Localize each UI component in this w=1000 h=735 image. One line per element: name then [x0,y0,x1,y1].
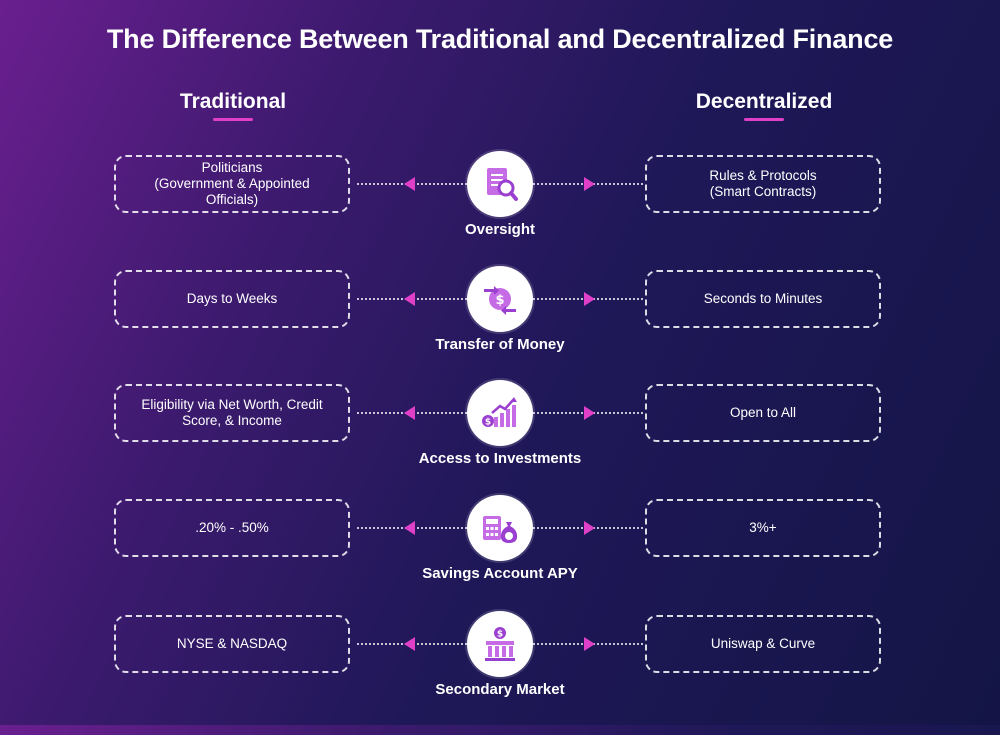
money-transfer-icon: $ [467,266,533,332]
traditional-box: Days to Weeks [114,270,350,328]
growth-chart-icon: $ [467,380,533,446]
traditional-box: Eligibility via Net Worth, Credit Score,… [114,384,350,442]
arrow-left-icon [404,177,415,191]
row-label: Secondary Market [435,681,565,698]
comparison-row-oversight: Politicians (Government & Appointed Offi… [0,151,1000,275]
header-underline [213,118,253,121]
traditional-text: Eligibility via Net Worth, Credit Score,… [141,396,323,428]
document-search-icon [467,151,533,217]
decentralized-text: Rules & Protocols (Smart Contracts) [709,167,817,199]
comparison-row-secondary-market: NYSE & NASDAQ $ Uniswap & Curve Secondar… [0,611,1000,735]
svg-text:$: $ [495,293,504,308]
exchange-building-icon: $ [467,611,533,677]
decentralized-box: 3%+ [645,499,881,557]
arrow-right-icon [584,292,595,306]
row-label: Oversight [464,221,536,238]
arrow-right-icon [584,637,595,651]
svg-text:$: $ [485,418,491,428]
arrow-left-icon [404,292,415,306]
column-header-decentralized: Decentralized [644,90,884,121]
decentralized-text: 3%+ [749,519,777,535]
traditional-box: NYSE & NASDAQ [114,615,350,673]
decentralized-box: Uniswap & Curve [645,615,881,673]
decentralized-text: Seconds to Minutes [703,290,823,306]
row-label: Transfer of Money [435,336,565,353]
arrow-right-icon [584,521,595,535]
column-header-decentralized-label: Decentralized [695,90,833,113]
calculator-moneybag-icon [467,495,533,561]
decentralized-box: Open to All [645,384,881,442]
traditional-text: Politicians (Government & Appointed Offi… [154,159,310,208]
svg-text:$: $ [497,630,503,640]
arrow-left-icon [404,637,415,651]
arrow-right-icon [584,406,595,420]
comparison-row-transfer-of-money: Days to Weeks $ Seconds to Minutes Trans… [0,266,1000,390]
comparison-row-access-to-investments: Eligibility via Net Worth, Credit Score,… [0,380,1000,504]
arrow-left-icon [404,406,415,420]
decentralized-box: Seconds to Minutes [645,270,881,328]
traditional-text: NYSE & NASDAQ [176,635,288,651]
column-header-traditional-label: Traditional [179,90,287,113]
traditional-text: Days to Weeks [186,290,278,306]
decentralized-text: Uniswap & Curve [710,635,816,651]
traditional-box: .20% - .50% [114,499,350,557]
decentralized-box: Rules & Protocols (Smart Contracts) [645,155,881,213]
arrow-left-icon [404,521,415,535]
page-title: The Difference Between Traditional and D… [106,24,894,54]
column-header-traditional: Traditional [113,90,353,121]
traditional-box: Politicians (Government & Appointed Offi… [114,155,350,213]
header-underline [744,118,784,121]
arrow-right-icon [584,177,595,191]
comparison-row-savings-account-apy: .20% - .50% 3%+ Savings Account APY [0,495,1000,619]
traditional-text: .20% - .50% [195,519,269,535]
decentralized-text: Open to All [729,404,797,420]
row-label: Access to Investments [418,450,582,467]
row-label: Savings Account APY [422,565,578,582]
